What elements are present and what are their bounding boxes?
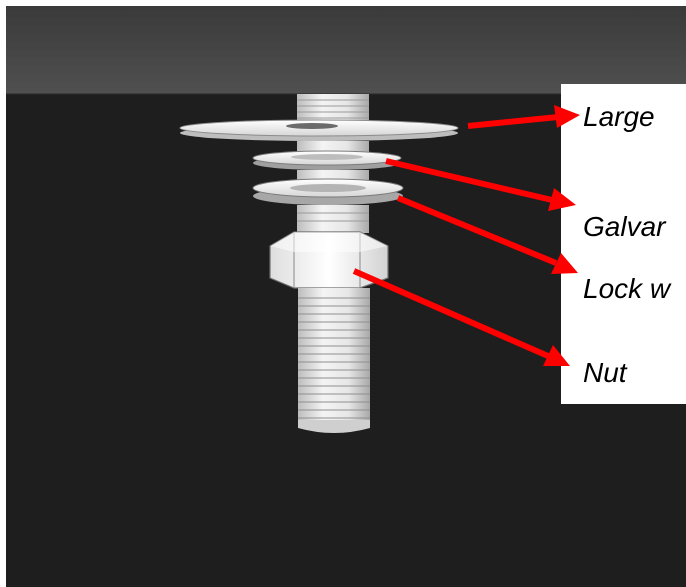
label-galvanized-washer: Galvar xyxy=(583,211,666,242)
arrow-large-washer xyxy=(467,105,580,129)
large-washer xyxy=(179,119,459,141)
arrow-lock-washer xyxy=(396,195,578,274)
arrow-galvanized-washer xyxy=(385,158,576,211)
upper-bolt-shaft xyxy=(297,94,369,124)
lock-washer xyxy=(252,178,404,205)
label-nut: Nut xyxy=(583,357,627,388)
label-lock-washer: Lock w xyxy=(583,273,671,304)
lower-bolt-shaft xyxy=(298,288,370,433)
bolt-shaft-segment xyxy=(297,205,369,233)
label-panel xyxy=(561,84,686,404)
ceiling-beam xyxy=(6,6,686,94)
galvanized-washer xyxy=(252,150,402,170)
arrow-nut xyxy=(352,268,570,366)
label-large-washer: Large xyxy=(583,101,655,132)
